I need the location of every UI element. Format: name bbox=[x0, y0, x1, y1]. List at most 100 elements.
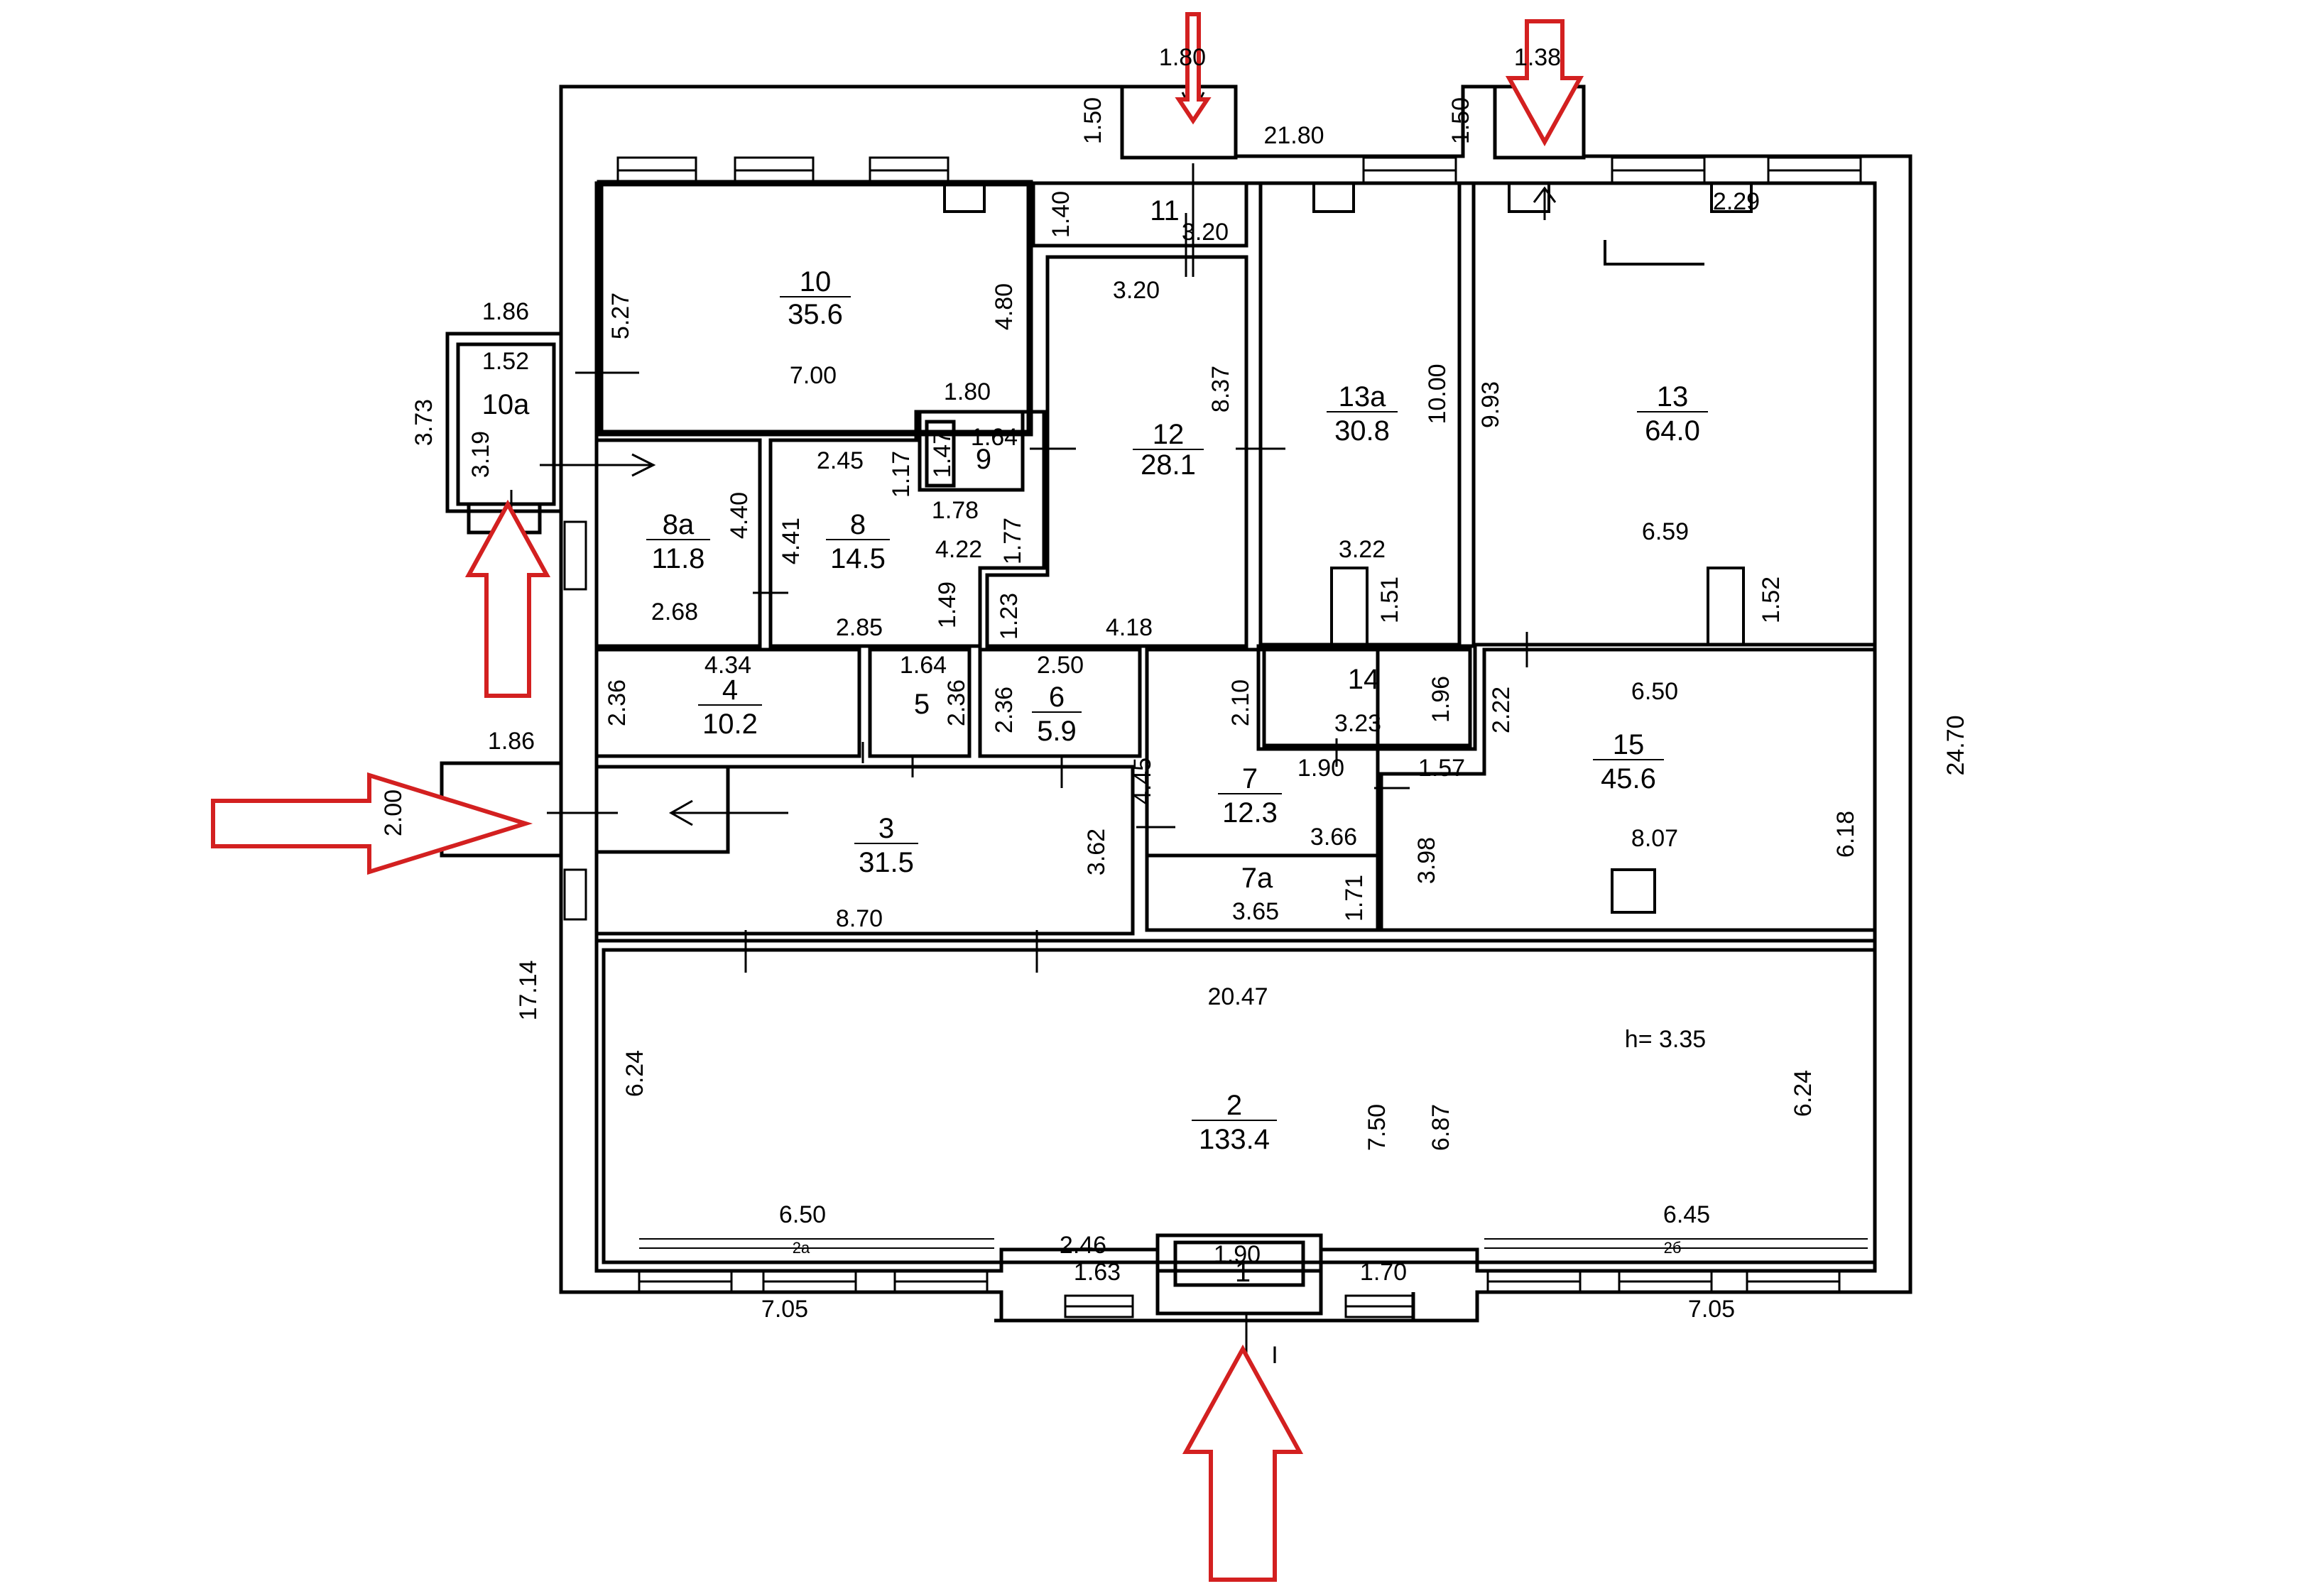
dim: 3.23 bbox=[1334, 710, 1381, 737]
svg-text:1: 1 bbox=[1235, 1257, 1251, 1288]
windows bbox=[563, 156, 1862, 1318]
dim: 6.45 bbox=[1663, 1201, 1710, 1228]
svg-text:12: 12 bbox=[1153, 419, 1185, 450]
room-10a-label: 10a bbox=[482, 389, 530, 420]
dim: 2.85 bbox=[836, 614, 883, 641]
svg-text:64.0: 64.0 bbox=[1645, 415, 1700, 447]
dim: 6.50 bbox=[1631, 678, 1678, 705]
dim: 2.45 bbox=[817, 447, 864, 474]
dim: 5.27 bbox=[607, 293, 634, 339]
dim: 1.52 bbox=[1758, 576, 1785, 623]
dim: 1.80 bbox=[1159, 44, 1206, 71]
svg-text:10: 10 bbox=[800, 266, 832, 297]
dim: 2.10 bbox=[1227, 679, 1254, 726]
dim: 2.68 bbox=[651, 598, 698, 625]
dim: 7.00 bbox=[790, 362, 837, 389]
dim: 8.07 bbox=[1631, 825, 1678, 852]
svg-text:6: 6 bbox=[1049, 682, 1065, 713]
dim: 1.86 bbox=[488, 728, 535, 755]
dimension-labels: 1.80 1.50 21.80 1.50 1.38 1.40 3.20 3.20… bbox=[380, 44, 1969, 1323]
dim: 1.77 bbox=[999, 518, 1026, 564]
red-arrow-left-main bbox=[211, 772, 533, 875]
red-arrow-top-right bbox=[1505, 19, 1584, 147]
dim: 3.73 bbox=[410, 399, 437, 446]
room-6-label: 65.9 bbox=[1032, 682, 1082, 747]
dim: 6.59 bbox=[1642, 518, 1689, 545]
dim: 1.52 bbox=[482, 348, 529, 375]
dim: 2.50 bbox=[1037, 652, 1084, 679]
svg-text:5: 5 bbox=[914, 689, 930, 720]
dim: 4.40 bbox=[726, 492, 753, 539]
svg-text:8a: 8a bbox=[663, 509, 695, 540]
sub-2b: 2б bbox=[1664, 1239, 1682, 1257]
dim: 2.36 bbox=[991, 687, 1018, 733]
svg-text:7: 7 bbox=[1242, 763, 1258, 794]
dim: 24.70 bbox=[1942, 715, 1969, 775]
entrance-arrows bbox=[211, 12, 1584, 1582]
svg-text:14.5: 14.5 bbox=[830, 543, 886, 574]
room-14-label: 14 bbox=[1348, 664, 1380, 695]
svg-text:30.8: 30.8 bbox=[1334, 415, 1390, 447]
dim: 3.62 bbox=[1083, 829, 1110, 875]
svg-text:28.1: 28.1 bbox=[1141, 449, 1196, 481]
dim: 1.40 bbox=[1048, 191, 1074, 238]
dim: 1.49 bbox=[934, 581, 961, 628]
svg-text:15: 15 bbox=[1613, 729, 1645, 760]
dim: 1.38 bbox=[1514, 44, 1561, 71]
dim: 20.47 bbox=[1207, 983, 1268, 1010]
dim: 3.66 bbox=[1310, 824, 1357, 851]
dim: 1.63 bbox=[1074, 1259, 1121, 1286]
dim: 3.20 bbox=[1113, 277, 1160, 304]
dim: 3.22 bbox=[1339, 536, 1386, 563]
dim: 7.05 bbox=[1688, 1296, 1735, 1323]
dim: 1.71 bbox=[1341, 875, 1368, 922]
svg-text:5.9: 5.9 bbox=[1037, 716, 1077, 747]
svg-text:11.8: 11.8 bbox=[652, 543, 705, 574]
room-4-label: 410.2 bbox=[698, 674, 762, 740]
hatching bbox=[639, 1238, 1868, 1249]
svg-text:12.3: 12.3 bbox=[1222, 797, 1278, 829]
dim: 1.64 bbox=[971, 424, 1018, 451]
dim: 3.98 bbox=[1413, 837, 1440, 884]
dim: 4.22 bbox=[935, 536, 982, 563]
dim: 3.65 bbox=[1232, 898, 1279, 925]
dim: 1.70 bbox=[1360, 1259, 1407, 1286]
room-8-label: 814.5 bbox=[826, 509, 890, 574]
dim: 3.20 bbox=[1182, 219, 1229, 246]
red-arrow-top-left bbox=[1175, 12, 1212, 125]
svg-text:4: 4 bbox=[722, 674, 738, 706]
dim: 4.45 bbox=[1129, 758, 1156, 804]
dim: 2.36 bbox=[943, 679, 970, 726]
dim: 9.93 bbox=[1477, 381, 1504, 428]
room-3-label: 331.5 bbox=[854, 813, 918, 878]
dim: 2.46 bbox=[1060, 1232, 1106, 1259]
dim: 6.24 bbox=[1790, 1070, 1817, 1117]
dim: 1.50 bbox=[1079, 97, 1106, 144]
svg-text:2: 2 bbox=[1226, 1090, 1242, 1121]
dim: 3.19 bbox=[467, 431, 494, 478]
room-11-label: 11 bbox=[1150, 195, 1180, 226]
dim: 1.57 bbox=[1418, 755, 1465, 782]
annotations: 2a 2б I bbox=[793, 1239, 1682, 1369]
dim: 6.18 bbox=[1832, 811, 1859, 858]
dim: 8.70 bbox=[836, 905, 883, 932]
dim: 2.22 bbox=[1488, 687, 1515, 733]
svg-text:9: 9 bbox=[976, 444, 991, 475]
dim: 21.80 bbox=[1263, 122, 1324, 149]
dim: 7.05 bbox=[761, 1296, 808, 1323]
dim: 4.41 bbox=[778, 518, 805, 564]
svg-text:14: 14 bbox=[1348, 664, 1380, 695]
entrance-mark: I bbox=[1271, 1342, 1278, 1369]
fixtures bbox=[943, 182, 1753, 914]
dim: 1.90 bbox=[1214, 1241, 1261, 1268]
dim: 8.37 bbox=[1207, 366, 1234, 412]
dim: 1.17 bbox=[888, 451, 915, 498]
dim: 17.14 bbox=[515, 960, 542, 1020]
sub-2a: 2a bbox=[793, 1239, 810, 1257]
svg-text:45.6: 45.6 bbox=[1601, 763, 1656, 794]
